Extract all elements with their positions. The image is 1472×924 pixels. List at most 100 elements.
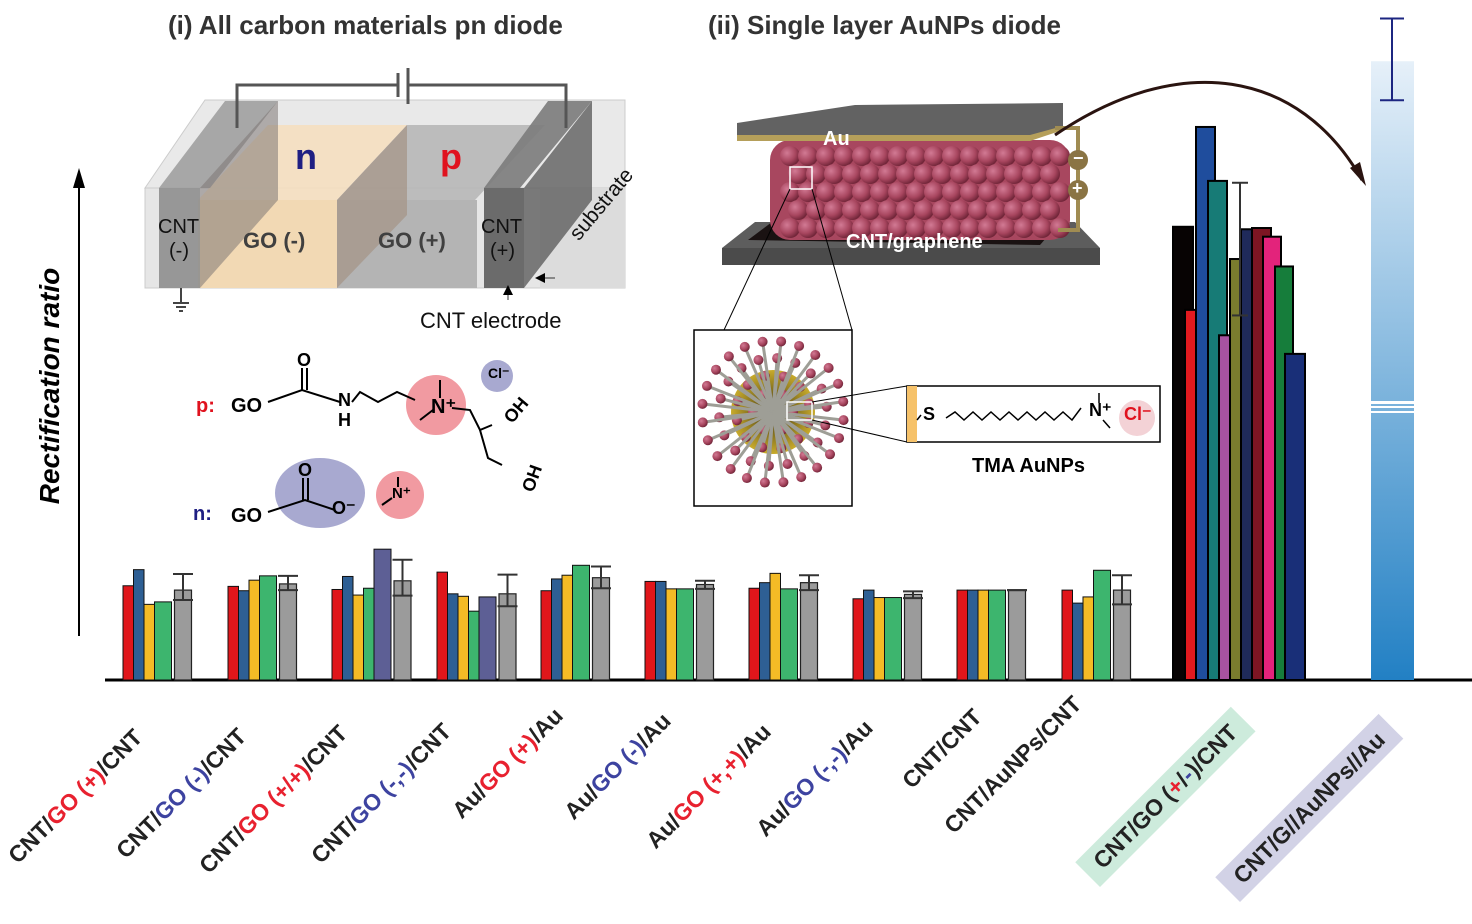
nanoparticle: [932, 164, 952, 184]
error-bar-8: [903, 590, 923, 600]
bar-3-4: [363, 587, 375, 681]
plus-terminal-label: +: [1072, 178, 1083, 198]
nanoparticle: [914, 164, 934, 184]
ligand-head: [710, 364, 721, 375]
ligand-head: [776, 336, 787, 347]
nanoparticle: [1050, 182, 1070, 202]
n-prefix-label: n:: [193, 503, 212, 525]
nanoparticle: [986, 200, 1006, 220]
ligand-head: [725, 464, 736, 475]
axis-break-3: [1371, 411, 1414, 413]
error-bar-7: [799, 574, 819, 592]
nanoparticle: [1032, 182, 1052, 202]
nanoparticle: [834, 218, 854, 238]
ligand-head: [741, 473, 752, 484]
nanoparticle: [1014, 146, 1034, 166]
error-bar-5: [591, 565, 611, 590]
bar-6-3: [665, 588, 677, 681]
carboxylate-highlight: [275, 458, 365, 528]
ligand-head: [794, 340, 805, 351]
bar-8-3: [873, 597, 885, 681]
nanoparticle-array: [780, 146, 1070, 238]
bar-10-4: [1093, 569, 1111, 681]
ligand-head: [712, 451, 723, 462]
n-region-label: n: [295, 136, 317, 177]
big-bar-11: [1284, 352, 1306, 681]
bar-3-2: [342, 575, 354, 681]
ligand-head: [810, 349, 821, 360]
nanoparticle: [942, 218, 962, 238]
nanoparticle: [824, 200, 844, 220]
bar-3-5: [373, 548, 392, 681]
bar-4-1: [436, 571, 448, 681]
bar-6-1: [644, 580, 656, 681]
ligand-head: [825, 449, 836, 460]
axis-break-1: [1371, 401, 1414, 404]
error-bar-3: [392, 558, 413, 597]
bar-2-1: [227, 585, 239, 681]
bar-8-4: [884, 597, 902, 681]
nanoparticle: [906, 146, 926, 166]
cnt-left-sign: (-): [169, 240, 189, 262]
ligand-head: [702, 435, 713, 446]
nanoparticle: [932, 200, 952, 220]
chloride-highlight: [481, 360, 513, 392]
nanoparticle: [968, 200, 988, 220]
ligand-head: [753, 354, 764, 365]
tma-aunp-particle: [697, 336, 849, 488]
gradient-bar: [1371, 61, 1414, 681]
nanoparticle: [816, 182, 836, 202]
nanoparticle: [978, 218, 998, 238]
ligand-head: [757, 336, 768, 347]
ligand-head: [723, 351, 734, 362]
y-axis-label: Rectification ratio: [34, 267, 65, 505]
bar-10-1: [1061, 589, 1073, 681]
bar-2-2: [238, 590, 250, 681]
ligand-head: [697, 417, 708, 428]
nanoparticle: [1050, 146, 1070, 166]
au-electrode-label: Au: [823, 128, 850, 150]
nanoparticle: [996, 182, 1016, 202]
bar-5-2: [551, 578, 563, 681]
bar-4-2: [447, 593, 459, 681]
nanoparticle: [780, 218, 800, 238]
nanoparticle: [950, 200, 970, 220]
nanoparticle: [1022, 164, 1042, 184]
p-region-label: p: [440, 136, 462, 177]
aunp-diode-schematic: [693, 80, 1366, 507]
nanoparticle: [942, 182, 962, 202]
bar-8-2: [863, 589, 875, 681]
ligand-head: [778, 477, 789, 488]
nanoparticle: [960, 218, 980, 238]
avg-bar-9: [1007, 589, 1027, 681]
nanoparticle: [924, 218, 944, 238]
error-bar-6: [695, 579, 715, 590]
nanoparticle: [1004, 164, 1024, 184]
nanoparticle: [1040, 164, 1060, 184]
nanoparticle: [816, 218, 836, 238]
nanoparticle: [996, 218, 1016, 238]
bar-1-2: [133, 569, 145, 681]
nanoparticle: [942, 146, 962, 166]
amide-n: N: [338, 390, 351, 410]
ligand-head: [834, 433, 845, 444]
minus-terminal-label: −: [1073, 148, 1084, 168]
ligand-head: [739, 341, 750, 352]
nanoparticle: [860, 200, 880, 220]
panel-title-right: (ii) Single layer AuNPs diode: [708, 10, 1061, 40]
nanoparticle: [860, 164, 880, 184]
bar-9-3: [977, 589, 989, 681]
nanoparticle: [888, 218, 908, 238]
cnt-electrode-label: CNT electrode: [420, 308, 562, 333]
nanoparticle: [914, 200, 934, 220]
nanoparticle: [968, 164, 988, 184]
counterion-highlight: [376, 471, 424, 519]
nanoparticle: [924, 182, 944, 202]
nanoparticle: [798, 218, 818, 238]
nanoparticle: [806, 164, 826, 184]
go-plus-label: GO (+): [378, 228, 446, 253]
bar-4-3: [457, 595, 469, 681]
nanoparticle: [1032, 146, 1052, 166]
nanoparticle: [806, 200, 826, 220]
go-n-label: GO: [231, 505, 263, 527]
